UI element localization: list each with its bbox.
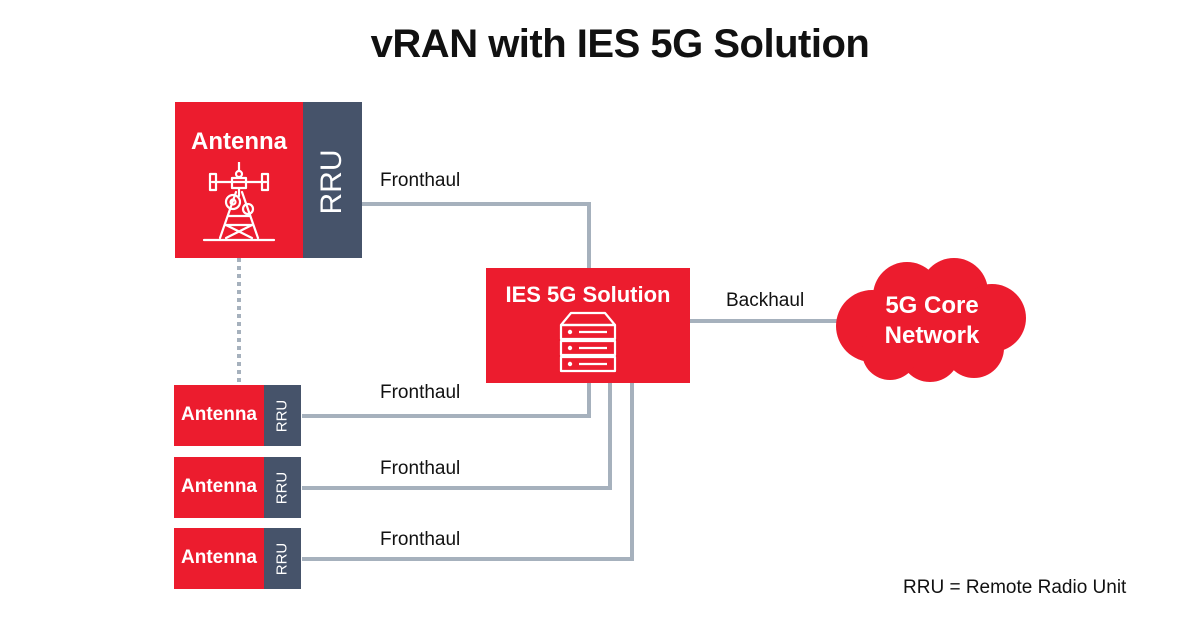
fronthaul-line-main	[362, 202, 591, 268]
backhaul-label: Backhaul	[726, 290, 805, 311]
rru-label-3: RRU	[273, 542, 291, 576]
core-network-line1: 5G Core	[885, 292, 979, 319]
main-rru-box: RRU	[303, 102, 362, 258]
fronthaul-label-2: Fronthaul	[380, 458, 461, 479]
fronthaul-line-1	[302, 383, 591, 418]
fronthaul-line-3	[302, 383, 634, 561]
fronthaul-label-3: Fronthaul	[380, 529, 461, 550]
main-antenna-label: Antenna	[191, 128, 287, 155]
legend-text: RRU = Remote Radio Unit	[903, 577, 1127, 598]
page-title: vRAN with IES 5G Solution	[370, 22, 870, 66]
antenna-box-1: Antenna	[174, 385, 264, 446]
ies-label: IES 5G Solution	[505, 282, 671, 307]
core-network-label: 5G Core Network	[852, 291, 1012, 351]
rru-box-3: RRU	[264, 528, 301, 589]
antenna-tower-icon	[202, 162, 276, 242]
antenna-label-1: Antenna	[181, 404, 257, 425]
fronthaul-label-1: Fronthaul	[380, 382, 461, 403]
antenna-label-3: Antenna	[181, 547, 257, 568]
main-antenna-box: Antenna	[175, 102, 303, 258]
rru-box-2: RRU	[264, 457, 301, 518]
rru-box-1: RRU	[264, 385, 301, 446]
antenna-label-2: Antenna	[181, 476, 257, 497]
antenna-box-2: Antenna	[174, 457, 264, 518]
rru-label-2: RRU	[273, 471, 291, 505]
rru-label-1: RRU	[273, 399, 291, 433]
server-stack-icon	[559, 311, 617, 373]
core-network-line2: Network	[884, 322, 980, 349]
main-rru-label: RRU	[315, 149, 348, 215]
antenna-box-3: Antenna	[174, 528, 264, 589]
ies-5g-solution-box: IES 5G Solution	[486, 268, 690, 383]
fronthaul-label-main: Fronthaul	[380, 170, 461, 191]
fronthaul-line-2	[302, 383, 612, 490]
core-network-cloud	[836, 258, 1026, 382]
